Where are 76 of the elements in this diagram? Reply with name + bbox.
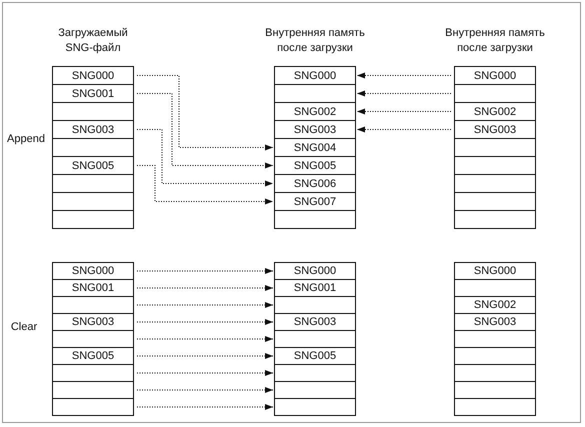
memory-slot xyxy=(454,210,536,229)
arrow xyxy=(136,387,274,393)
memory-slot: SNG000 xyxy=(52,66,134,85)
arrow xyxy=(136,319,274,325)
memory-slot xyxy=(274,296,356,314)
memory-slot xyxy=(274,364,356,382)
memory-slot: SNG002 xyxy=(454,296,536,314)
arrow xyxy=(136,93,274,168)
memory-slot xyxy=(274,330,356,348)
memory-slot xyxy=(52,192,134,211)
arrow xyxy=(356,72,452,78)
arrow xyxy=(136,353,274,359)
memory-slot xyxy=(52,210,134,229)
memory-slot: SNG004 xyxy=(274,138,356,157)
memory-slot: SNG005 xyxy=(274,347,356,365)
memory-slot xyxy=(52,330,134,348)
memory-slot xyxy=(274,210,356,229)
memory-slot xyxy=(454,330,536,348)
memory-slot: SNG007 xyxy=(274,192,356,211)
memory-slot xyxy=(52,102,134,121)
arrow xyxy=(136,336,274,342)
memory-slot xyxy=(454,84,536,103)
arrow xyxy=(356,90,452,96)
memory-slot: SNG003 xyxy=(274,313,356,331)
memory-slot: SNG003 xyxy=(454,120,536,139)
memory-slot xyxy=(274,381,356,399)
memory-slot: SNG003 xyxy=(52,120,134,139)
mode-label: Append xyxy=(6,132,46,147)
arrow xyxy=(136,370,274,376)
memory-slot xyxy=(454,381,536,399)
arrow xyxy=(136,404,274,410)
memory-slot: SNG005 xyxy=(274,156,356,175)
memory-slot xyxy=(274,398,356,416)
memory-slot: SNG003 xyxy=(52,313,134,331)
memory-slot xyxy=(454,364,536,382)
arrow xyxy=(136,285,274,291)
memory-slot: SNG006 xyxy=(274,174,356,193)
memory-slot: SNG000 xyxy=(274,262,356,280)
memory-slot xyxy=(52,138,134,157)
memory-slot: SNG000 xyxy=(454,66,536,85)
mode-label: Clear xyxy=(10,320,38,335)
arrow xyxy=(136,129,274,186)
memory-slot xyxy=(52,381,134,399)
memory-slot xyxy=(454,347,536,365)
column-heading: Внутренняя память после загрузки xyxy=(264,26,366,56)
memory-slot: SNG003 xyxy=(454,313,536,331)
memory-slot: SNG000 xyxy=(274,66,356,85)
arrow xyxy=(136,268,274,274)
memory-slot xyxy=(454,279,536,297)
memory-slot: SNG001 xyxy=(52,279,134,297)
memory-slot: SNG000 xyxy=(454,262,536,280)
memory-slot xyxy=(52,174,134,193)
memory-slot: SNG003 xyxy=(274,120,356,139)
memory-slot xyxy=(454,156,536,175)
arrow xyxy=(356,126,452,132)
memory-slot: SNG005 xyxy=(52,156,134,175)
column-heading: Загружаемый SNG-файл xyxy=(57,26,129,56)
memory-slot xyxy=(274,84,356,103)
memory-slot: SNG002 xyxy=(274,102,356,121)
memory-slot xyxy=(454,174,536,193)
memory-slot: SNG001 xyxy=(274,279,356,297)
arrow xyxy=(356,108,452,114)
memory-slot: SNG001 xyxy=(52,84,134,103)
memory-slot xyxy=(52,296,134,314)
memory-slot xyxy=(454,138,536,157)
memory-slot xyxy=(52,398,134,416)
memory-slot xyxy=(52,364,134,382)
column-heading: Внутренняя память после загрузки xyxy=(444,26,546,56)
arrow xyxy=(136,75,274,150)
memory-slot xyxy=(454,398,536,416)
memory-slot: SNG002 xyxy=(454,102,536,121)
arrow xyxy=(136,302,274,308)
arrow xyxy=(136,165,274,204)
memory-slot: SNG000 xyxy=(52,262,134,280)
memory-slot xyxy=(454,192,536,211)
memory-slot: SNG005 xyxy=(52,347,134,365)
